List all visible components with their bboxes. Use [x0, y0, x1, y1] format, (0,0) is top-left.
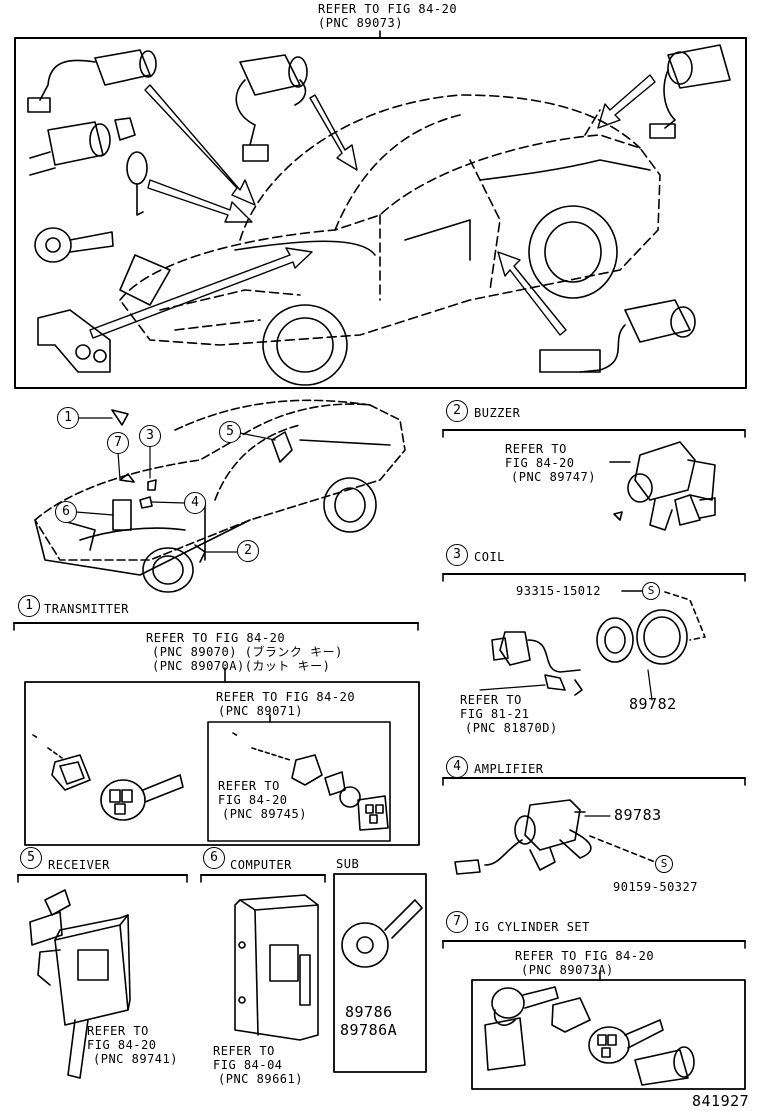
- door-cylinder-bottom-right: [539, 299, 696, 373]
- ig-set-parts: [484, 986, 695, 1086]
- coil-ref2: FIG 81-21: [460, 707, 530, 721]
- transmitter-sub-parts: [232, 732, 389, 831]
- receiver-number: 5: [20, 847, 42, 869]
- figure-number: 841927: [692, 1092, 750, 1110]
- ig-cylinder-ref1: REFER TO FIG 84-20: [515, 949, 655, 963]
- callout-2: 2: [237, 540, 259, 562]
- middle-car-solid: [34, 439, 391, 576]
- transmitter-title: TRANSMITTER: [44, 602, 129, 616]
- buzzer-ref1: REFER TO: [505, 442, 567, 456]
- ig-cylinder-number: 7: [446, 911, 468, 933]
- transmitter-ref-b2: (PNC 89071): [218, 704, 303, 718]
- transmitter-ref-a2: (PNC 89070) (ブランク キー): [152, 645, 343, 659]
- buzzer-ref2: FIG 84-20: [505, 456, 575, 470]
- coil-part: [479, 609, 688, 701]
- transmitter-number: 1: [18, 595, 40, 617]
- top-ref-line2: (PNC 89073): [318, 16, 403, 30]
- transmitter-ref-c2: FIG 84-20: [218, 793, 288, 807]
- computer-part: [234, 894, 319, 1041]
- sub-title: SUB: [336, 857, 360, 871]
- middle-callout-leaders: [75, 417, 276, 553]
- ig-cylinder-ref2: (PNC 89073A): [521, 963, 614, 977]
- sub-frame: [333, 873, 427, 1073]
- computer-ref2: FIG 84-04: [213, 1058, 283, 1072]
- computer-ref1: REFER TO: [213, 1044, 275, 1058]
- callout-5: 5: [219, 421, 241, 443]
- door-cylinder-center: [235, 54, 308, 162]
- middle-car-wheels: [142, 477, 377, 593]
- coil-screw-part: 93315-15012: [516, 584, 601, 598]
- receiver-ref1: REFER TO: [87, 1024, 149, 1038]
- door-cylinder-left: [27, 49, 157, 113]
- receiver-title: RECEIVER: [48, 858, 110, 872]
- callout-1: 1: [57, 407, 79, 429]
- buzzer-part: [609, 441, 716, 531]
- transmitter-ref-a3: (PNC 89070A)(カット キー): [152, 659, 331, 673]
- sub-key: [341, 899, 423, 968]
- coil-screw-mark: S: [642, 582, 660, 600]
- buzzer-title: BUZZER: [474, 406, 521, 420]
- key-top: [34, 151, 148, 263]
- amplifier-screw-mark: S: [655, 855, 673, 873]
- amplifier-part: [454, 799, 611, 875]
- receiver-ref2: FIG 84-20: [87, 1038, 157, 1052]
- top-car-wheels: [262, 205, 618, 386]
- coil-title: COIL: [474, 550, 505, 564]
- transmitter-ref-c3: (PNC 89745): [222, 807, 307, 821]
- transmitter-key: [32, 734, 184, 821]
- computer-title: COMPUTER: [230, 858, 292, 872]
- buzzer-number: 2: [446, 400, 468, 422]
- ig-cylinder-title: IG CYLINDER SET: [474, 920, 590, 934]
- top-ref-line1: REFER TO FIG 84-20: [318, 2, 458, 16]
- receiver-ref3: (PNC 89741): [93, 1052, 178, 1066]
- middle-car-outline: [34, 399, 406, 561]
- luggage-lock-left: [37, 309, 111, 373]
- transmitter-inner-frame: [24, 681, 420, 846]
- ig-set-frame: [471, 979, 746, 1090]
- amplifier-title: AMPLIFIER: [474, 762, 544, 776]
- top-car-outline: [119, 94, 661, 346]
- coil-part-number: 89782: [629, 695, 677, 713]
- buzzer-ref3: (PNC 89747): [511, 470, 596, 484]
- coil-ref3: (PNC 81870D): [465, 721, 558, 735]
- callout-6: 6: [55, 501, 77, 523]
- leader-arrows: [89, 74, 656, 339]
- transmitter-ref-b1: REFER TO FIG 84-20: [216, 690, 356, 704]
- computer-ref3: (PNC 89661): [218, 1072, 303, 1086]
- callout-4: 4: [184, 492, 206, 514]
- top-car-body-solid: [119, 159, 651, 306]
- coil-number: 3: [446, 544, 468, 566]
- amplifier-part-number: 89783: [614, 806, 662, 824]
- callout-7: 7: [107, 432, 129, 454]
- transmitter-ref-a1: REFER TO FIG 84-20: [146, 631, 286, 645]
- amplifier-screw-part: 90159-50327: [613, 880, 698, 894]
- computer-number: 6: [203, 847, 225, 869]
- sub-part1: 89786: [345, 1003, 393, 1021]
- transmitter-sub-frame: [207, 721, 391, 842]
- sub-part2: 89786A: [340, 1021, 398, 1039]
- door-cylinder-right: [649, 44, 731, 139]
- amplifier-number: 4: [446, 756, 468, 778]
- callout-3: 3: [139, 425, 161, 447]
- ignition-cylinder-top: [29, 117, 136, 176]
- coil-ref1: REFER TO: [460, 693, 522, 707]
- receiver-part: [29, 889, 131, 1079]
- transmitter-ref-c1: REFER TO: [218, 779, 280, 793]
